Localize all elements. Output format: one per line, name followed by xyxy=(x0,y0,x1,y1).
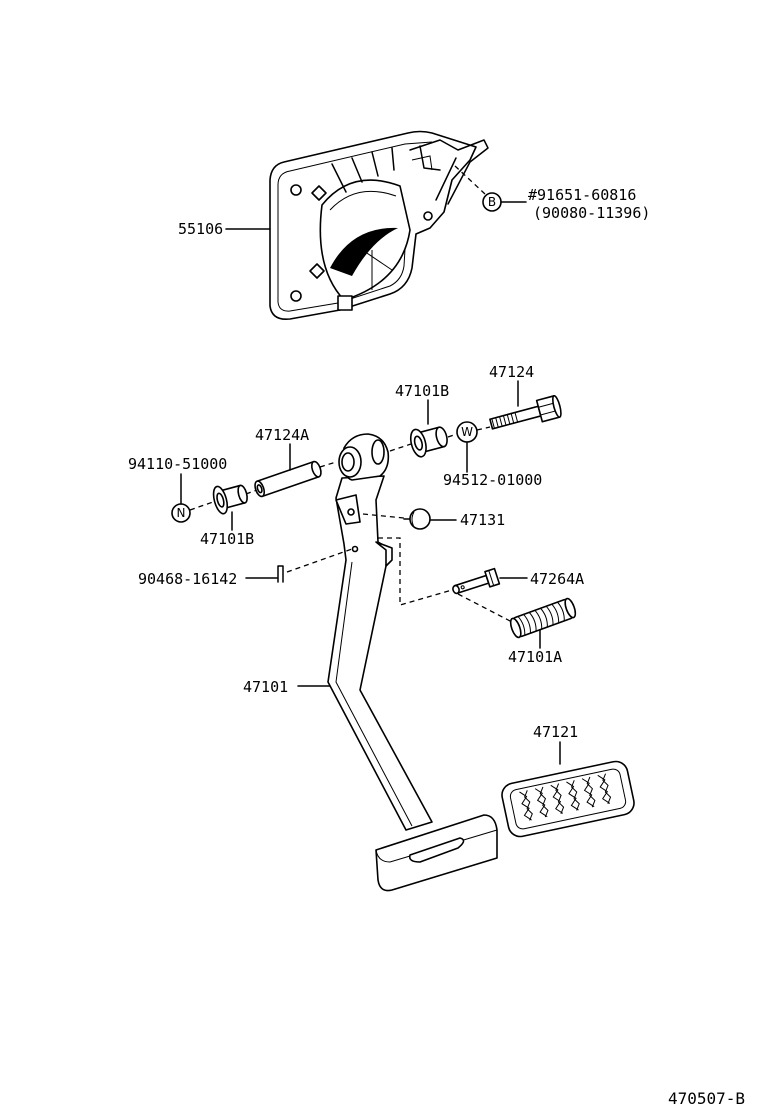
stopper-dashed-line xyxy=(362,513,405,519)
bushing-upper xyxy=(409,426,448,458)
pivot-sleeve xyxy=(254,460,322,498)
marker-w-letter: W xyxy=(461,425,473,439)
callout-stopper: 47131 xyxy=(460,511,505,529)
clip-pin-dashed-line xyxy=(286,548,353,573)
pedal-pad-tread-pattern xyxy=(519,773,612,821)
callout-sleeve: 47124A xyxy=(255,426,309,444)
clevis-pin xyxy=(452,567,501,595)
callout-clip-part: #91651-60816 xyxy=(528,186,636,204)
spring-dashed-line xyxy=(457,593,513,623)
pedal-arm xyxy=(327,433,498,892)
callout-bushing-upper: 47101B xyxy=(395,382,449,400)
clip-dashed-line xyxy=(454,165,486,195)
callout-spring: 47101A xyxy=(508,648,562,666)
return-spring xyxy=(509,597,577,639)
clevis-pin-dashed-line xyxy=(378,537,453,606)
callout-pedal-pad: 47121 xyxy=(533,723,578,741)
figure-id: 470507-B xyxy=(668,1089,745,1108)
callout-bracket: 55106 xyxy=(178,220,223,238)
callout-clip-pin-part: 90468-16142 xyxy=(138,570,237,588)
callout-bushing-lower: 47101B xyxy=(200,530,254,548)
callout-washer-part: 94512-01000 xyxy=(443,471,542,489)
callout-bolt: 47124 xyxy=(489,363,534,381)
callout-clevis-pin: 47264A xyxy=(530,570,584,588)
marker-b-letter: B xyxy=(488,195,496,209)
marker-w: W xyxy=(456,421,478,443)
pivot-bolt xyxy=(489,395,562,430)
marker-n: N xyxy=(171,503,191,523)
callout-clip-alt-part: (90080-11396) xyxy=(533,204,650,222)
pedal-bracket xyxy=(269,130,489,321)
callout-pedal-arm: 47101 xyxy=(243,678,288,696)
callout-nut-part: 94110-51000 xyxy=(128,455,227,473)
clip-pin xyxy=(277,565,284,583)
marker-b: B xyxy=(482,192,502,212)
marker-n-letter: N xyxy=(177,506,186,520)
pivot-axis-dashed-line xyxy=(189,426,491,511)
bushing-lower xyxy=(212,484,248,515)
pedal-stopper xyxy=(403,508,431,530)
pedal-pad-cover xyxy=(501,760,635,838)
